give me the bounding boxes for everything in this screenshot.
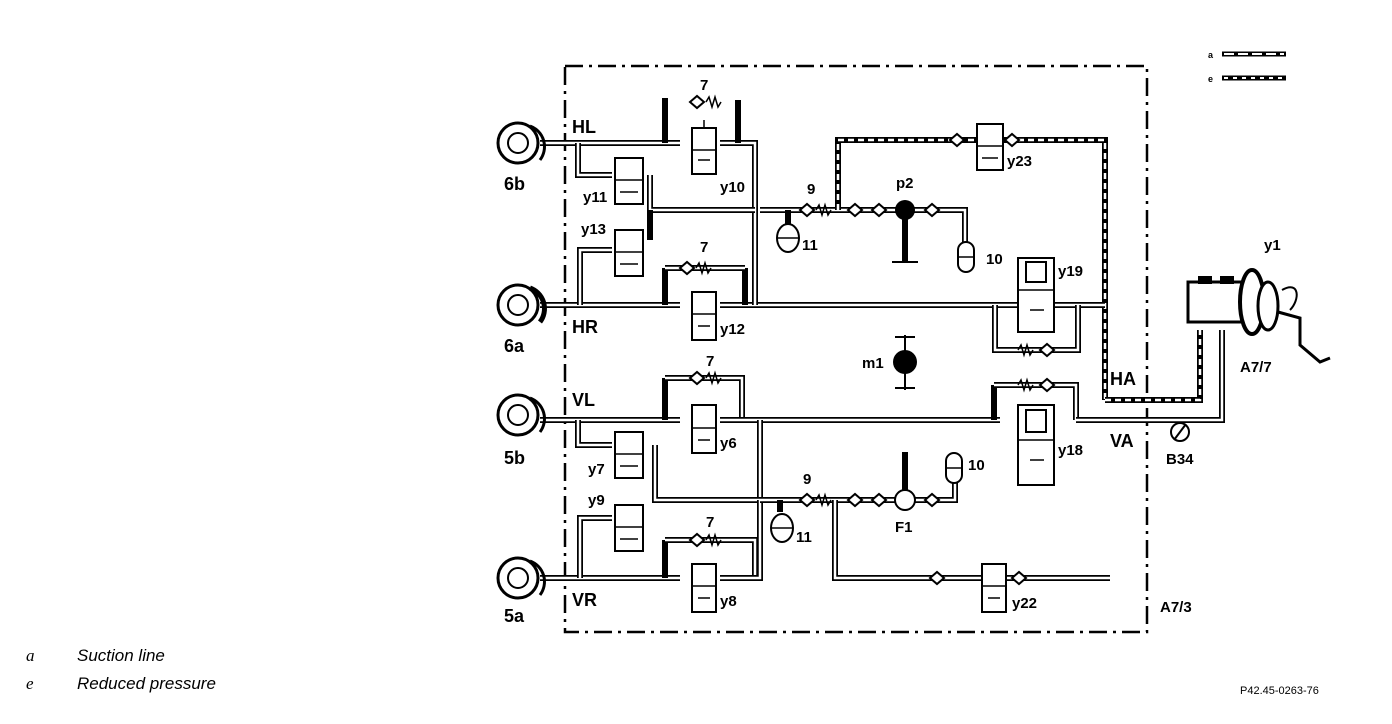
label-y9: y9 — [588, 492, 605, 509]
legend-text-a: Suction line — [77, 646, 165, 665]
label-11-b: 11 — [796, 529, 812, 546]
label-m1: m1 — [862, 355, 884, 372]
label-y10: y10 — [720, 179, 745, 196]
valve-y12 — [691, 291, 717, 341]
label-y6: y6 — [720, 435, 737, 452]
check-valves — [678, 94, 1056, 586]
labels: 6b 6a 5b 5a HL HR VL VR HA VA y1 A7/7 A7… — [504, 77, 1281, 626]
label-HA: HA — [1110, 369, 1136, 389]
label-5a: 5a — [504, 606, 525, 626]
label-y19: y19 — [1058, 263, 1083, 280]
sensor-B34 — [1170, 422, 1190, 442]
label-y7: y7 — [588, 461, 605, 478]
accumulator-11-upper — [776, 223, 800, 253]
pressure-switch-F1 — [894, 452, 916, 511]
label-VL: VL — [572, 390, 595, 410]
legend-key-a: a — [26, 646, 35, 665]
control-unit-frame — [563, 64, 1149, 634]
label-10-a: 10 — [986, 251, 1003, 268]
label-6a: 6a — [504, 336, 525, 356]
label-y8: y8 — [720, 593, 737, 610]
valve-y7 — [614, 431, 644, 479]
pressure-sensor-p2 — [892, 200, 918, 263]
valve-y18 — [1017, 404, 1055, 486]
label-A7-3: A7/3 — [1160, 599, 1192, 616]
valve-y23 — [976, 123, 1004, 171]
pump-motor-m1 — [893, 335, 917, 390]
label-y23: y23 — [1007, 153, 1032, 170]
wheel-6b — [496, 121, 546, 165]
label-HR: HR — [572, 317, 598, 337]
accumulator-10-upper — [957, 241, 975, 273]
reference-code: P42.45-0263-76 — [1240, 685, 1319, 697]
label-7-a: 7 — [700, 77, 708, 94]
valve-y19 — [1017, 257, 1055, 333]
label-6b: 6b — [504, 174, 525, 194]
legend: a Suction line e Reduced pressure — [26, 646, 216, 693]
label-B34: B34 — [1166, 451, 1194, 468]
label-y18: y18 — [1058, 442, 1083, 459]
legend-samples: a e — [1208, 50, 1286, 84]
valve-y10 — [691, 120, 717, 175]
label-y12: y12 — [720, 321, 745, 338]
valve-y9 — [614, 504, 644, 552]
label-9-b: 9 — [803, 471, 811, 488]
wheel-5a — [496, 556, 546, 600]
valve-y13 — [614, 229, 644, 277]
wheel-6a — [496, 283, 547, 327]
label-A7-7: A7/7 — [1240, 359, 1272, 376]
label-HL: HL — [572, 117, 596, 137]
legend-key-e: e — [26, 674, 34, 693]
label-7-d: 7 — [706, 514, 714, 531]
label-11-a: 11 — [802, 237, 818, 254]
wheel-5b — [496, 393, 546, 437]
label-VR: VR — [572, 590, 597, 610]
label-9-a: 9 — [807, 181, 815, 198]
label-y13: y13 — [581, 221, 606, 238]
legend-text-e: Reduced pressure — [77, 674, 216, 693]
label-y1: y1 — [1264, 237, 1281, 254]
accumulator-11-lower — [770, 513, 794, 543]
label-7-c: 7 — [706, 353, 714, 370]
legend-sample-key-e: e — [1208, 74, 1213, 84]
label-F1: F1 — [895, 519, 913, 536]
label-5b: 5b — [504, 448, 525, 468]
label-10-b: 10 — [968, 457, 985, 474]
valve-y22 — [981, 563, 1007, 613]
accumulator-10-lower — [945, 452, 963, 484]
valve-y11 — [614, 157, 644, 205]
label-y11: y11 — [583, 189, 607, 206]
label-VA: VA — [1110, 431, 1134, 451]
valve-y8 — [691, 563, 717, 613]
valve-y6 — [691, 404, 717, 454]
label-7-b: 7 — [700, 239, 708, 256]
label-p2: p2 — [896, 175, 914, 192]
pipes — [540, 98, 1225, 581]
legend-sample-key-a: a — [1208, 50, 1214, 60]
brake-booster-A7-7 — [1186, 268, 1331, 364]
label-y22: y22 — [1012, 595, 1037, 612]
